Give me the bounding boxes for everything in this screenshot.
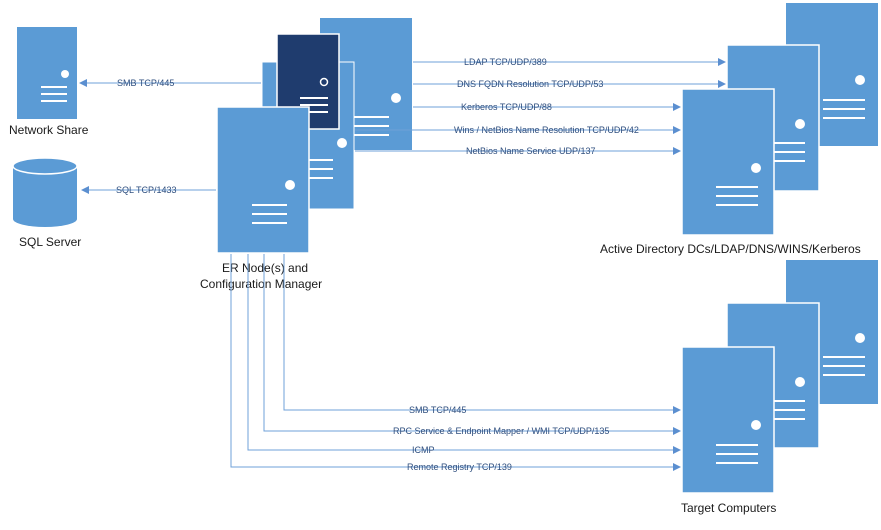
connector-rpc bbox=[263, 254, 681, 435]
er-node-server-stack-icon bbox=[216, 18, 412, 254]
connector-ldap-label: LDAP TCP/UDP/389 bbox=[464, 57, 547, 67]
target-computers-label: Target Computers bbox=[681, 501, 776, 515]
connector-remote-registry-label: Remote Registry TCP/139 bbox=[407, 462, 512, 472]
connector-sql-label: SQL TCP/1433 bbox=[116, 185, 177, 195]
connector-smb-share-label: SMB TCP/445 bbox=[117, 78, 174, 88]
network-share-label: Network Share bbox=[9, 123, 89, 137]
connector-remote-registry bbox=[230, 254, 681, 471]
active-directory-label: Active Directory DCs/LDAP/DNS/WINS/Kerbe… bbox=[600, 242, 861, 256]
connector-kerberos-label: Kerberos TCP/UDP/88 bbox=[461, 102, 552, 112]
connector-rpc-label: RPC Service & Endpoint Mapper / WMI TCP/… bbox=[393, 426, 609, 436]
connector-wins-label: Wins / NetBios Name Resolution TCP/UDP/4… bbox=[454, 125, 639, 135]
connector-smb-target-label: SMB TCP/445 bbox=[409, 405, 466, 415]
connector-netbios-label: NetBios Name Service UDP/137 bbox=[466, 146, 596, 156]
sql-server-database-icon bbox=[12, 157, 78, 227]
connector-icmp bbox=[247, 254, 681, 454]
target-computers-server-stack-icon bbox=[681, 260, 878, 494]
active-directory-server-stack-icon bbox=[681, 3, 878, 236]
network-share-server-icon bbox=[17, 27, 77, 119]
er-node-label-line1: ER Node(s) and bbox=[222, 261, 308, 275]
sql-server-label: SQL Server bbox=[19, 235, 81, 249]
er-node-label-line2: Configuration Manager bbox=[200, 277, 322, 291]
connector-icmp-label: ICMP bbox=[412, 445, 435, 455]
connector-smb-target bbox=[283, 254, 681, 414]
connector-dns-label: DNS FQDN Resolution TCP/UDP/53 bbox=[457, 79, 603, 89]
